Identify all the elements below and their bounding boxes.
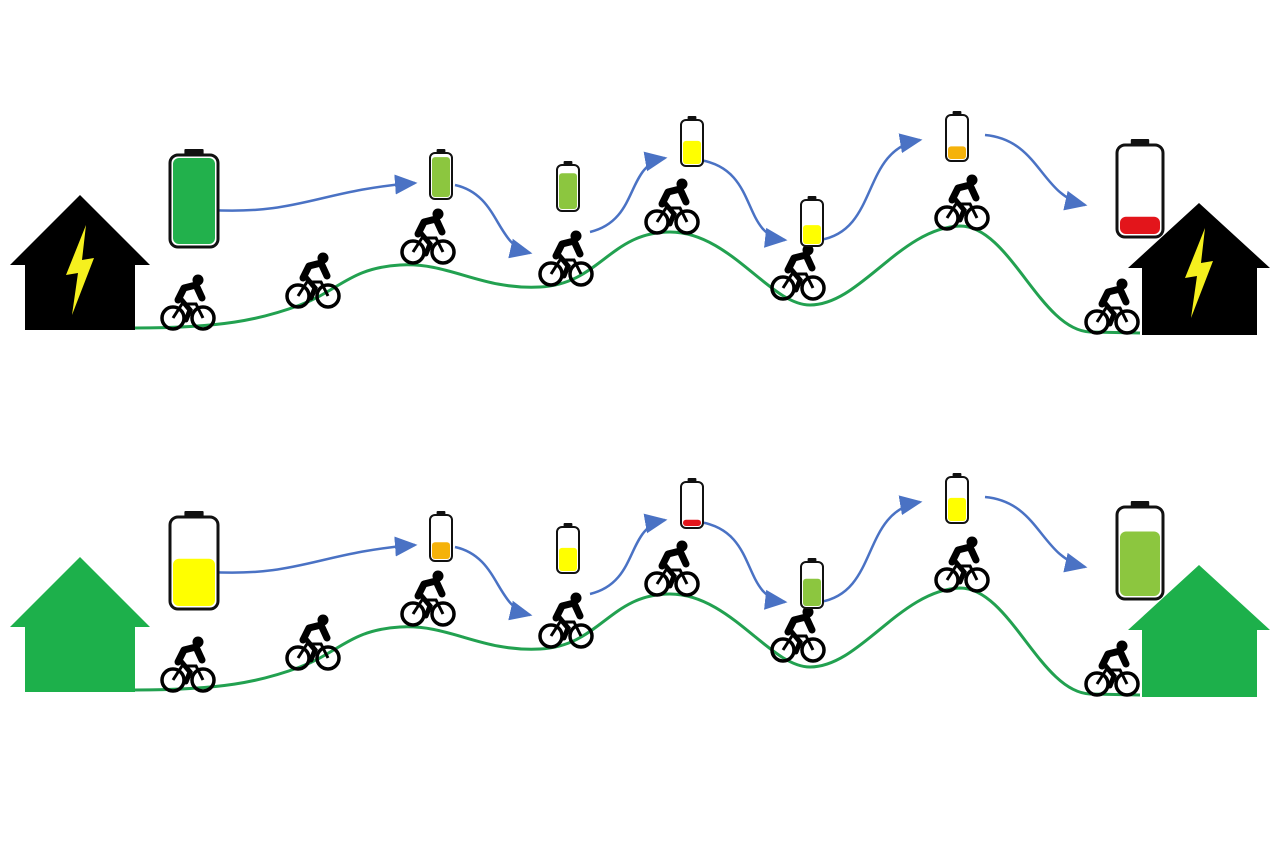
arrow-icon [984,133,1088,211]
arrow-icon [819,133,923,242]
battery-fill [559,173,577,209]
battery-icon [168,149,220,249]
cyclist-icon [772,245,824,300]
house-shape [10,557,150,692]
arrow-icon [699,158,788,248]
arrow-icon [819,495,923,604]
arrow-icon [454,183,533,259]
terrain-line [134,586,1141,697]
scenario-2 [10,473,1270,697]
cyclist-icon [540,593,592,648]
terrain-line [134,224,1141,335]
battery-fill [948,497,966,521]
arrow-icon [454,545,533,621]
battery-body [1115,143,1165,239]
start-house-icon [10,195,150,330]
arrow-icon [209,536,418,574]
cyclist-icon [162,275,214,330]
battery-body [680,481,704,529]
battery-fill [948,146,966,159]
battery-icon [556,523,580,574]
battery-fill [432,542,450,559]
battery-fill [683,140,701,164]
battery-fill [683,519,701,526]
battery-icon [556,161,580,212]
scenario-1 [10,111,1270,335]
battery-fill [559,547,577,571]
battery-fill [432,157,450,197]
cyclist-icon [162,637,214,692]
cyclist-icon [1086,279,1138,334]
cyclist-icon [936,175,988,230]
lightning-bolt-icon [1185,228,1213,318]
house-shape [1128,565,1270,697]
battery-icon [429,511,453,562]
cyclist-icon [540,231,592,286]
cyclist-icon [936,537,988,592]
battery-icon [680,478,704,529]
battery-fill [173,558,215,606]
arrow-icon [589,151,668,234]
end-house-icon [1128,565,1270,697]
cyclist-icon [1086,641,1138,696]
battery-icon [945,473,969,524]
cyclist-icon [287,253,339,308]
battery-icon [1115,139,1165,239]
battery-icon [1115,501,1165,601]
battery-fill [803,578,821,606]
end-house-icon [1128,203,1270,335]
battery-fill [1120,531,1160,596]
start-house-icon [10,557,150,692]
arrow-icon [984,495,1088,573]
battery-icon [945,111,969,162]
battery-fill [803,225,821,244]
battery-icon [800,196,824,247]
battery-fill [173,158,215,244]
arrow-icon [699,520,788,610]
battery-icon [429,149,453,200]
cyclist-icon [772,607,824,662]
battery-icon [800,558,824,609]
cyclist-icon [402,209,454,264]
arrow-icon [209,174,418,212]
cyclist-icon [287,615,339,670]
cyclist-icon [402,571,454,626]
lightning-bolt-icon [66,225,94,315]
arrow-icon [589,513,668,596]
cyclist-icon [646,179,698,234]
cyclist-icon [646,541,698,596]
battery-icon [680,116,704,167]
battery-icon [168,511,220,611]
battery-fill [1120,216,1160,234]
